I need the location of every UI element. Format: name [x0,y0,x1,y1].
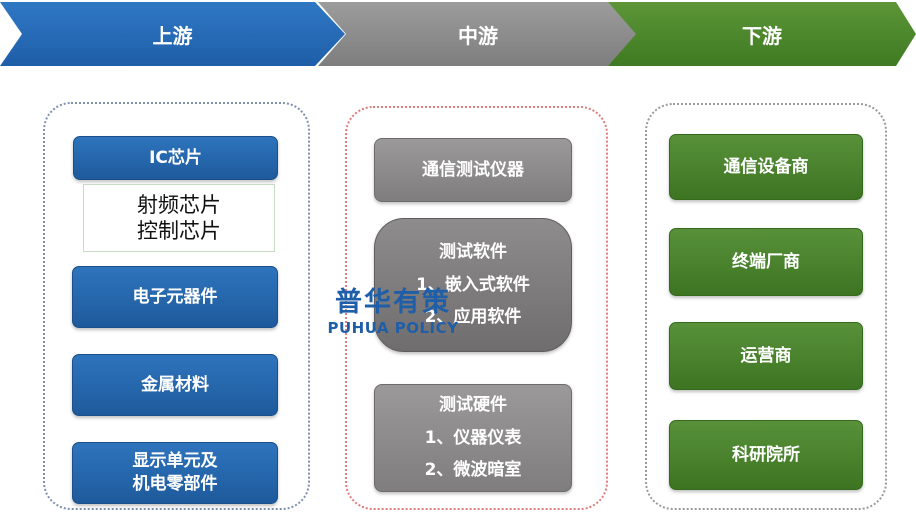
telecom-equipment-label: 通信设备商 [723,156,809,177]
downstream-header-label: 下游 [742,23,782,48]
terminal-maker-box: 终端厂商 [669,228,863,296]
test-software-title: 测试软件 [439,241,507,262]
test-software-item-2: 2、应用软件 [424,307,522,328]
midstream-header-label: 中游 [458,23,498,48]
test-hardware-box: 测试硬件 1、仪器仪表 2、微波暗室 [374,384,572,492]
midstream-frame [345,106,608,510]
test-software-item-1: 1、嵌入式软件 [416,274,530,295]
terminal-maker-label: 终端厂商 [732,251,800,272]
rf-chip-label: 射频芯片 [137,192,221,217]
control-chip-label: 控制芯片 [137,219,221,243]
display-parts-label-1: 显示单元及 [132,451,218,472]
electronic-components-box: 电子元器件 [72,266,278,328]
ic-sub-box: 射频芯片 控制芯片 [83,184,275,252]
test-hardware-title: 测试硬件 [439,394,507,415]
research-institute-label: 科研院所 [732,444,800,465]
electronic-components-label: 电子元器件 [132,286,218,307]
downstream-header: 下游 [608,2,916,66]
research-institute-box: 科研院所 [669,420,863,490]
upstream-header: 上游 [0,2,345,66]
display-parts-box: 显示单元及 机电零部件 [72,442,278,504]
test-instrument-label: 通信测试仪器 [422,159,524,180]
midstream-header: 中游 [318,2,638,66]
ic-chip-label: IC芯片 [149,147,202,168]
upstream-frame [43,102,310,510]
telecom-equipment-box: 通信设备商 [669,134,863,200]
test-instrument-box: 通信测试仪器 [374,138,572,202]
metal-materials-label: 金属材料 [141,374,209,395]
test-hardware-item-2: 2、微波暗室 [424,460,522,481]
operator-label: 运营商 [740,345,792,366]
downstream-frame [645,103,887,510]
display-parts-label-2: 机电零部件 [132,474,218,494]
test-hardware-item-1: 1、仪器仪表 [424,427,522,448]
ic-chip-box: IC芯片 [73,136,278,180]
metal-materials-box: 金属材料 [72,354,278,416]
operator-box: 运营商 [669,322,863,390]
test-software-box: 测试软件 1、嵌入式软件 2、应用软件 [374,218,572,352]
upstream-header-label: 上游 [152,23,193,48]
